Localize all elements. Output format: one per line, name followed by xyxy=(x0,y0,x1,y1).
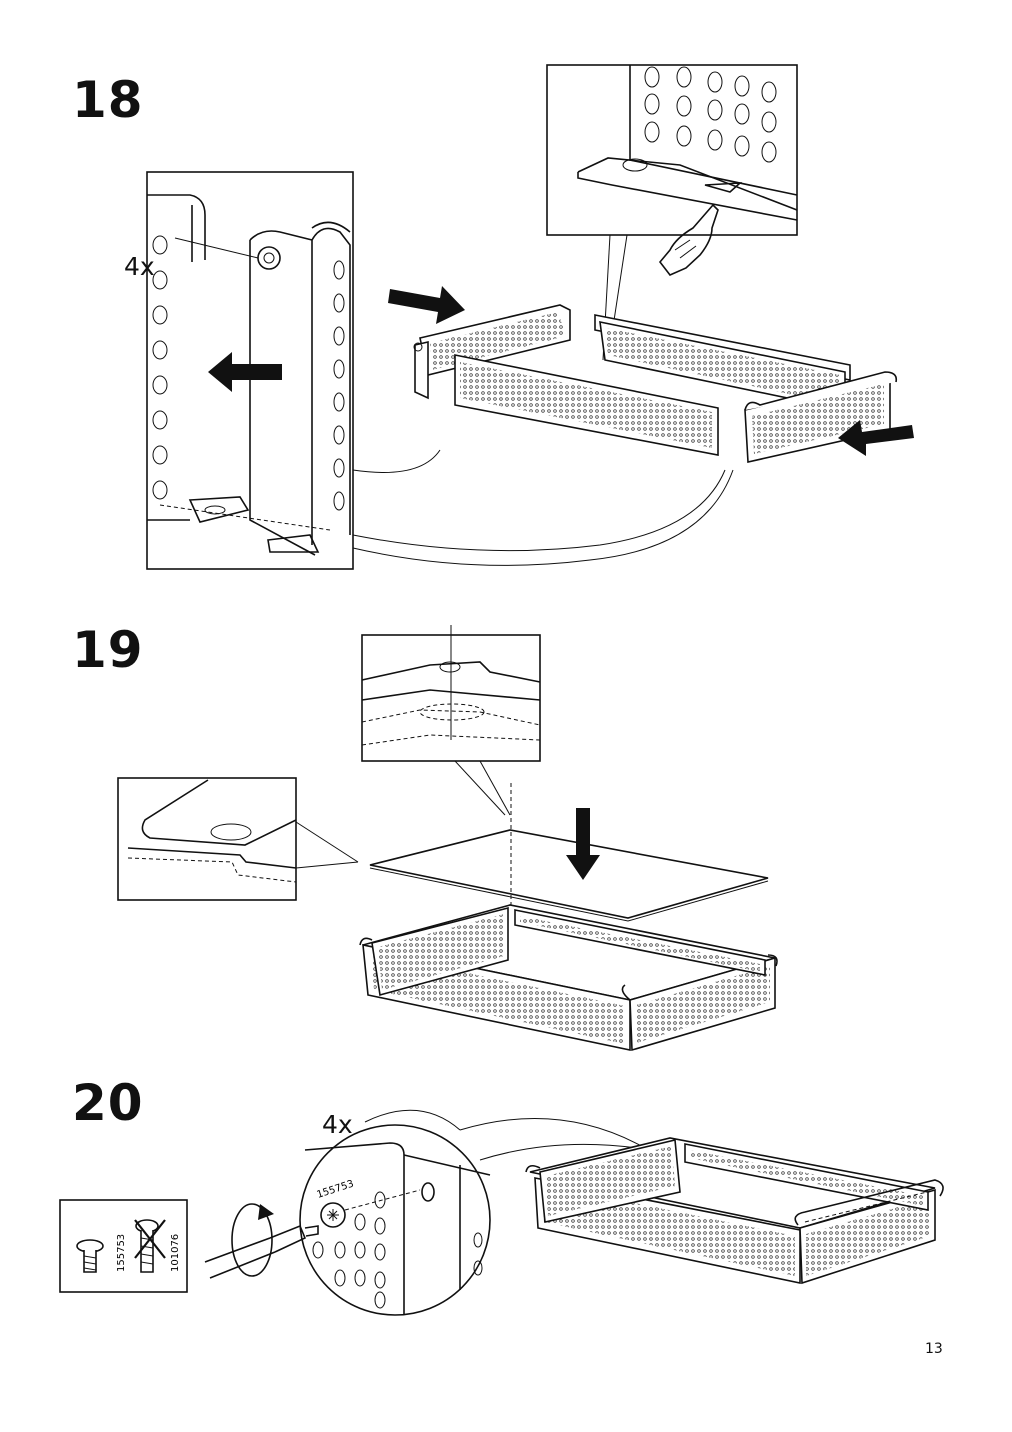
step-18-detail-box xyxy=(146,171,354,570)
step-18-frame-assembly xyxy=(352,286,914,566)
step-20-finished-tray xyxy=(525,1137,944,1285)
step-20-number: 20 xyxy=(72,1074,144,1132)
part-number-allowed: 155753 xyxy=(116,1234,127,1272)
step-19-detail-left xyxy=(117,777,359,901)
step-19-number: 19 xyxy=(72,621,144,679)
page-number: 13 xyxy=(925,1341,943,1357)
step-19-detail-top xyxy=(361,625,541,816)
step-20-quantity: 4x xyxy=(322,1110,353,1139)
step-19-tray-assembly xyxy=(359,783,778,1052)
part-number-not-allowed: 101076 xyxy=(170,1234,181,1272)
step-18-zoom-top-box xyxy=(546,64,798,361)
step-18-quantity: 4x xyxy=(124,252,155,281)
step-20-parts-box: 155753 101076 xyxy=(59,1199,188,1293)
step-18-number: 18 xyxy=(72,71,144,129)
callout-part-number: 155753 xyxy=(316,1179,356,1201)
